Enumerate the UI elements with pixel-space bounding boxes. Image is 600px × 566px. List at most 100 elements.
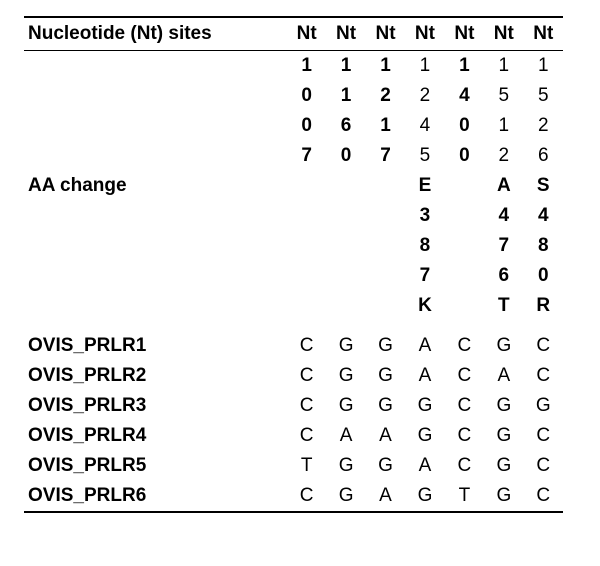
table-cell: 4: [459, 85, 470, 106]
table-cell: [287, 261, 326, 291]
table-cell: G: [405, 481, 445, 513]
row-label: OVIS_PRLR2: [28, 365, 147, 386]
table-cell: 4: [498, 205, 510, 226]
spacer-row: [24, 321, 563, 331]
table-cell: 1: [301, 55, 312, 76]
table-cell: 5: [537, 85, 549, 106]
nt-header: Nt: [405, 16, 445, 51]
table-cell: G: [378, 455, 393, 476]
table-cell: G: [338, 365, 354, 386]
table-cell: C: [457, 455, 472, 476]
table-cell: [287, 291, 326, 321]
table-cell: G: [496, 425, 512, 446]
table-cell: 4: [537, 205, 549, 226]
empty-label-cell: [24, 261, 287, 291]
table-cell: 0: [459, 145, 470, 166]
table-cell: 1: [498, 115, 510, 136]
row-label: OVIS_PRLR5: [28, 455, 147, 476]
table-cell: A: [365, 481, 406, 513]
table-cell: T: [300, 455, 313, 476]
table-cell: G: [496, 335, 512, 356]
row-label: OVIS_PRLR3: [28, 395, 147, 416]
table-cell: 0: [301, 115, 312, 136]
table-cell: G: [417, 395, 433, 416]
table-cell: [445, 261, 484, 291]
table-cell: 1: [340, 55, 352, 76]
table-cell: [326, 231, 365, 261]
table-cell: 4: [419, 115, 431, 136]
table-cell: 1: [380, 115, 391, 136]
table-cell: [445, 171, 484, 201]
table-cell: [287, 231, 326, 261]
empty-label-cell: [24, 141, 287, 171]
table-cell: C: [286, 481, 327, 513]
table-cell: C: [299, 335, 314, 356]
table-cell: G: [378, 365, 393, 386]
table-cell: C: [299, 395, 314, 416]
table-cell: [326, 291, 365, 321]
table-cell: G: [378, 335, 393, 356]
table-cell: 1: [419, 55, 431, 76]
table-cell: G: [326, 481, 366, 513]
table-cell: G: [378, 395, 393, 416]
table-cell: A: [339, 425, 353, 446]
nt-header: Nt: [365, 16, 406, 51]
table-cell: 1: [380, 55, 391, 76]
table-cell: 6: [498, 265, 510, 286]
table-cell: G: [535, 395, 551, 416]
table-cell: C: [457, 395, 472, 416]
table-cell: C: [536, 365, 551, 386]
table-cell: G: [496, 395, 512, 416]
table-cell: C: [299, 365, 314, 386]
nt-header: Nt: [326, 16, 366, 51]
row-label: OVIS_PRLR4: [28, 425, 147, 446]
table-cell: C: [536, 335, 551, 356]
table-cell: A: [418, 365, 432, 386]
empty-label-cell: [24, 201, 287, 231]
table-cell: [326, 171, 365, 201]
nt-header: Nt: [523, 16, 563, 51]
table-cell: C: [523, 481, 563, 513]
table-cell: 2: [380, 85, 391, 106]
table-cell: G: [484, 481, 524, 513]
row-label: AA change: [28, 175, 127, 196]
nt-header: Nt: [286, 16, 327, 51]
table-cell: 2: [498, 145, 510, 166]
table-cell: A: [418, 335, 432, 356]
table-cell: K: [418, 295, 432, 316]
table-cell: 1: [340, 85, 352, 106]
table-cell: C: [457, 335, 472, 356]
empty-label-cell: [24, 111, 287, 141]
spacer-cell: [24, 321, 563, 331]
table-cell: 7: [419, 265, 431, 286]
table-cell: 0: [459, 115, 470, 136]
empty-label-cell: [24, 81, 287, 111]
table-cell: 5: [419, 145, 431, 166]
table-cell: 6: [340, 115, 352, 136]
table-cell: [366, 261, 405, 291]
table-cell: 8: [419, 235, 431, 256]
table-cell: 7: [498, 235, 510, 256]
table-cell: 3: [419, 205, 431, 226]
table-cell: 0: [340, 145, 352, 166]
table-cell: [445, 291, 484, 321]
table-cell: [287, 171, 326, 201]
table-cell: [287, 201, 326, 231]
row-label: OVIS_PRLR1: [28, 335, 147, 356]
table-cell: 1: [498, 55, 510, 76]
table-cell: G: [496, 455, 512, 476]
table-cell: S: [536, 175, 550, 196]
